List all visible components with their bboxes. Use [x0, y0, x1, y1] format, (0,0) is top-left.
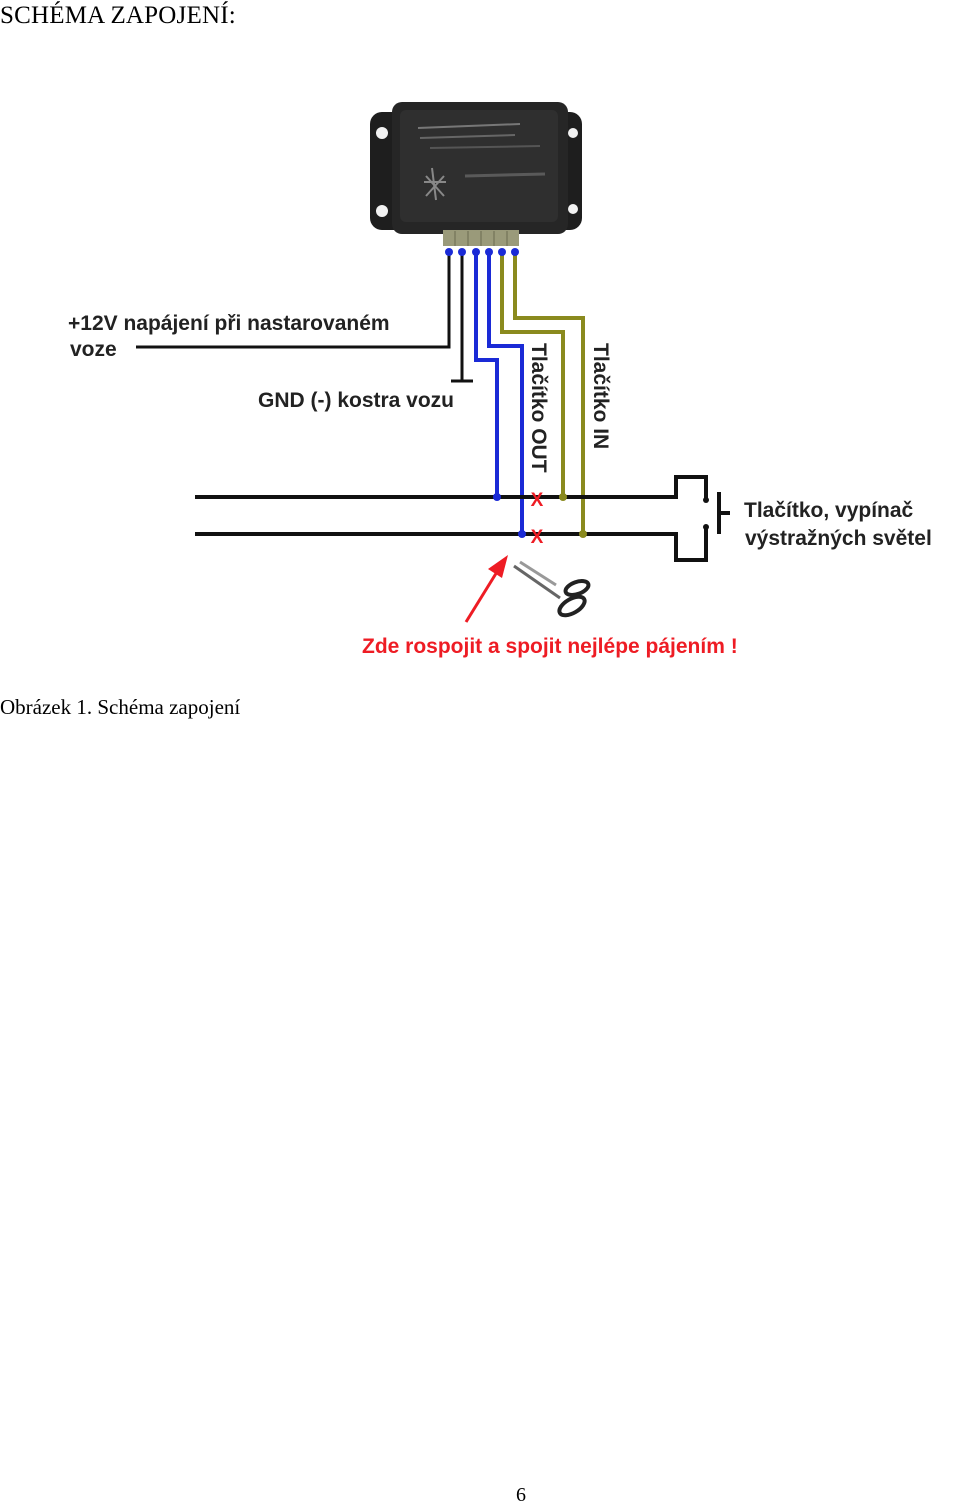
control-unit	[370, 102, 582, 246]
power-label-line1: +12V napájení při nastarovaném	[68, 312, 390, 335]
button-out-label: Tlačítko OUT	[527, 343, 550, 473]
ground-label: GND (-) kostra vozu	[258, 389, 454, 412]
wire-power	[136, 252, 451, 349]
scissors-icon	[513, 560, 591, 618]
page-number: 6	[516, 1484, 526, 1506]
figure-caption: Obrázek 1. Schéma zapojení	[0, 695, 241, 719]
cut-instruction: Zde rospojit a spojit nejlépe pájením !	[362, 635, 738, 658]
wire-main-top	[195, 475, 708, 500]
switch-symbol	[703, 492, 730, 534]
cut-mark-top: X	[531, 490, 544, 511]
wire-olive-2	[513, 252, 585, 534]
wire-olive-1	[500, 252, 565, 498]
button-in-label: Tlačítko IN	[589, 343, 612, 449]
wire-blue-1	[474, 252, 499, 498]
wiring-diagram: X X +12V napájení při nastarovaném voze …	[68, 102, 932, 658]
wire-main-bottom	[195, 527, 708, 562]
switch-label-line1: Tlačítko, vypínač	[744, 499, 914, 522]
power-label-line2: voze	[70, 338, 117, 361]
wire-blue-2	[487, 252, 524, 534]
switch-label-line2: výstražných světel	[745, 527, 932, 550]
cut-mark-bottom: X	[531, 527, 544, 548]
red-arrow-icon	[464, 555, 508, 623]
page-title: SCHÉMA ZAPOJENÍ:	[0, 2, 236, 29]
